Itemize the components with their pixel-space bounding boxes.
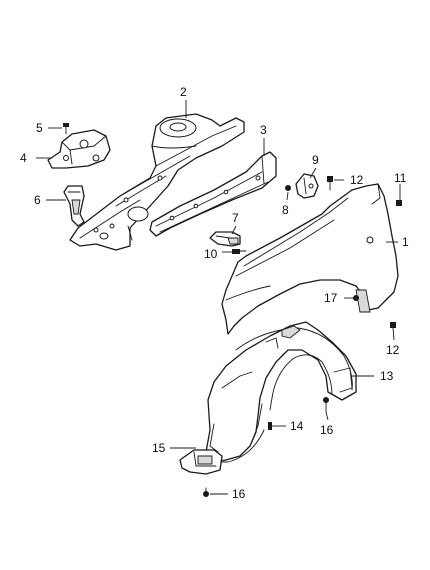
leader-16a — [325, 411, 329, 421]
part-screw-16-bottom — [203, 487, 209, 497]
callout-16-right: 16 — [320, 423, 334, 437]
leader-12b — [392, 327, 395, 341]
leader-8 — [286, 191, 289, 201]
leader-lines — [36, 100, 401, 495]
callout-11: 11 — [394, 171, 407, 185]
callout-12-upper: 12 — [350, 173, 364, 187]
callout-16-bottom: 16 — [232, 487, 246, 501]
callout-15: 15 — [152, 441, 166, 455]
part-front-fender — [221, 183, 399, 335]
callout-3: 3 — [260, 123, 267, 137]
callout-4: 4 — [20, 151, 27, 165]
callout-6: 6 — [34, 193, 41, 207]
callout-8: 8 — [282, 203, 289, 217]
part-clip-17 — [353, 295, 359, 301]
callout-13: 13 — [380, 369, 394, 383]
leader-7 — [231, 225, 237, 235]
part-bolt-12-lower — [390, 322, 396, 328]
part-lower-bracket — [179, 449, 223, 475]
callout-2: 2 — [180, 85, 187, 99]
leader-9 — [309, 167, 317, 179]
callout-labels: 1 2 3 4 5 6 7 8 9 10 11 12 12 13 14 15 1… — [20, 85, 409, 501]
callout-9: 9 — [312, 153, 319, 167]
part-bolt-12-upper — [327, 176, 333, 191]
part-side-member-panel — [69, 113, 245, 251]
part-bracket-9 — [295, 173, 319, 199]
callout-1: 1 — [402, 235, 409, 249]
callout-12-lower: 12 — [386, 343, 400, 357]
part-bolt-10 — [232, 249, 247, 254]
part-screw-16-right — [323, 397, 329, 413]
part-bolt-8 — [285, 185, 291, 191]
callout-5: 5 — [36, 121, 43, 135]
part-small-bracket — [63, 185, 85, 227]
part-bolt-11 — [396, 200, 402, 206]
part-clip-7 — [209, 231, 241, 247]
part-bolt-5 — [63, 123, 69, 135]
part-upper-rail — [149, 151, 277, 237]
part-mount-bracket — [47, 129, 111, 169]
callout-14: 14 — [290, 419, 304, 433]
part-clip-14 — [268, 422, 272, 430]
callout-7: 7 — [232, 211, 239, 225]
callout-10: 10 — [204, 247, 218, 261]
callout-17: 17 — [324, 291, 338, 305]
part-inner-fender-liner — [205, 321, 357, 463]
